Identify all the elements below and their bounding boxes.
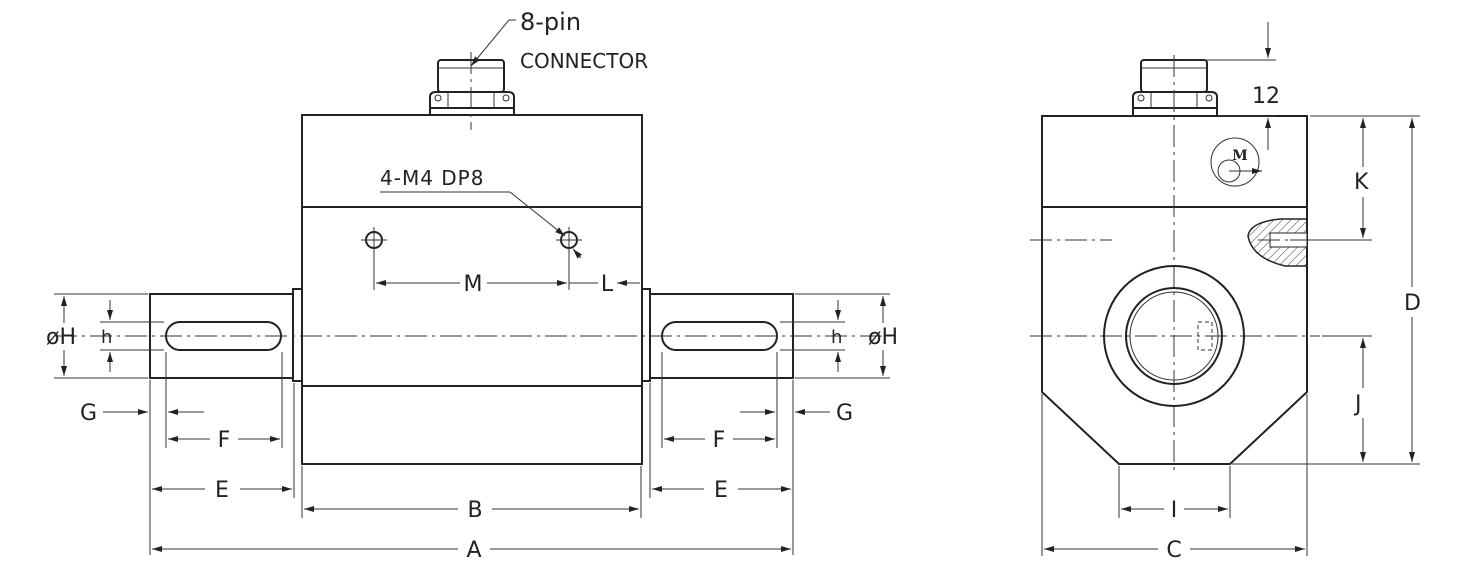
- front-view: 8-pin CONNECTOR 4-M4 DP8 M L øH: [46, 8, 898, 563]
- dim-h-left-label: h: [101, 327, 112, 348]
- dim-dia-h-left-label: øH: [46, 325, 76, 350]
- dim-12-label: 12: [1252, 84, 1280, 109]
- dim-h-left: øH h: [46, 293, 164, 379]
- dim-b-label: B: [467, 498, 482, 523]
- connector-front: [429, 52, 515, 130]
- dim-j-label: J: [1353, 392, 1362, 417]
- dim-k-label: K: [1354, 170, 1369, 195]
- dim-e-right: E: [649, 383, 791, 503]
- shaft-bore: [1103, 265, 1245, 407]
- moment-symbol-label: M: [1232, 148, 1248, 164]
- dim-e-left: E: [152, 383, 295, 503]
- dim-dia-h-right-label: øH: [868, 325, 898, 350]
- dim-e-left-label: E: [215, 478, 229, 503]
- sensor-body-front: [301, 114, 643, 465]
- dim-d-label: D: [1404, 291, 1421, 316]
- dim-k: K: [1290, 115, 1420, 241]
- connector-leader: 8-pin CONNECTOR: [470, 8, 648, 73]
- dim-j: J: [1232, 335, 1420, 465]
- dim-l-label: L: [601, 272, 614, 297]
- dim-g-left: G: [80, 352, 204, 555]
- right-shaft: [639, 288, 794, 382]
- sensor-body-side: [1041, 115, 1308, 465]
- dim-a: A: [152, 538, 791, 563]
- connector-pin-label: 8-pin: [520, 8, 581, 36]
- dim-h-right: øH h: [780, 293, 898, 379]
- dim-l: L: [569, 272, 640, 297]
- dim-f-right: F: [661, 352, 775, 453]
- dim-g-left-label: G: [80, 401, 97, 426]
- mounting-hole-right: [556, 227, 582, 290]
- dim-h-right-label: h: [831, 327, 842, 348]
- connector-side: [1132, 59, 1218, 117]
- moment-direction-icon: M: [1210, 137, 1262, 187]
- dim-i: I: [1118, 466, 1231, 523]
- side-view: M 12 K J D: [1030, 22, 1421, 563]
- dim-a-label: A: [466, 538, 481, 563]
- dim-c-label: C: [1166, 538, 1181, 563]
- dim-b: B: [301, 466, 642, 523]
- dim-e-right-label: E: [714, 478, 728, 503]
- dim-f-right-label: F: [713, 428, 726, 453]
- connector-label: CONNECTOR: [520, 49, 648, 73]
- dim-m-label: M: [464, 272, 483, 297]
- dim-c: C: [1041, 394, 1308, 563]
- dim-12: 12: [1178, 22, 1280, 150]
- threaded-hole-section: [1247, 218, 1315, 267]
- thread-note-text: 4-M4 DP8: [380, 166, 484, 190]
- dim-g-right-label: G: [836, 401, 853, 426]
- left-shaft: [149, 288, 304, 382]
- dim-d: D: [1404, 118, 1421, 462]
- dim-f-left-label: F: [218, 428, 231, 453]
- dim-f-left: F: [168, 352, 283, 453]
- mounting-hole-left: [361, 227, 387, 290]
- dim-g-right: G: [740, 352, 853, 555]
- thread-note: 4-M4 DP8: [380, 166, 582, 259]
- dim-m: M: [376, 272, 567, 297]
- dim-i-label: I: [1171, 498, 1178, 523]
